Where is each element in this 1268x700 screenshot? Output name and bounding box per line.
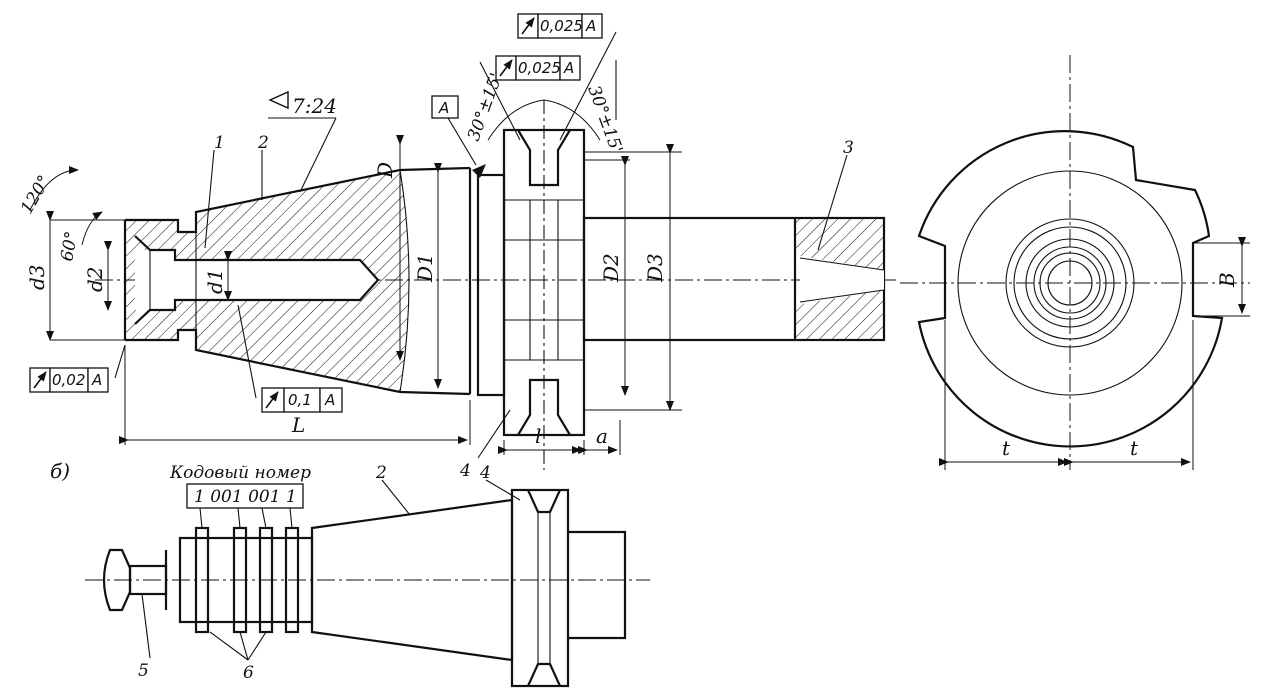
angle-30-right: 30°±15' <box>583 83 626 156</box>
pos-4: 4 <box>459 461 471 481</box>
tolerance-frame-2: 0,025 A <box>495 55 581 81</box>
dim-D: D <box>373 162 397 179</box>
pos-2: 2 <box>257 133 269 153</box>
svg-text:A: A <box>324 391 335 409</box>
pos-3: 3 <box>843 138 854 158</box>
dim-L: L <box>291 413 305 437</box>
dim-d2: d2 <box>83 266 107 292</box>
taper-ratio: 7:24 <box>292 94 337 118</box>
svg-text:0,1: 0,1 <box>288 391 312 409</box>
angle-30-left: 30°±15' <box>464 70 507 143</box>
dimensions-view-a <box>29 31 848 459</box>
angle-120: 120° <box>17 172 55 217</box>
svg-text:A: A <box>563 59 574 77</box>
dim-D1: D1 <box>413 253 437 283</box>
dim-a: a <box>596 424 608 448</box>
dim-d3: d3 <box>25 264 49 290</box>
svg-text:A: A <box>585 17 596 35</box>
pos-4-view-b: 4 <box>479 463 491 483</box>
shank-outline-bottom <box>125 328 401 394</box>
section-view <box>95 100 900 470</box>
svg-text:A: A <box>91 371 102 389</box>
svg-text:0,025: 0,025 <box>540 17 583 35</box>
end-view <box>900 55 1250 470</box>
pos-2-view-b: 2 <box>375 463 387 483</box>
dim-B: B <box>1215 272 1239 288</box>
taper-mark: 7:24 <box>268 90 337 118</box>
dim-t-left: t <box>1002 436 1011 460</box>
tolerance-frame-3: 0,02 A <box>29 367 109 393</box>
svg-text:1 001 001 1: 1 001 001 1 <box>194 487 297 507</box>
view-b-label: б) <box>50 459 70 483</box>
holder-view-b <box>85 479 650 688</box>
svg-text:0,025: 0,025 <box>518 59 561 77</box>
bore-outline <box>134 235 380 325</box>
code-number-box: 1 001 001 1 <box>186 483 304 509</box>
dim-D3: D3 <box>643 253 667 283</box>
pos-1: 1 <box>214 133 225 153</box>
dim-l: l <box>535 424 541 448</box>
svg-text:A: A <box>438 99 449 117</box>
angle-60: 60° <box>57 230 82 263</box>
tolerance-frame-1: 0,025 A <box>517 13 603 39</box>
code-caption: Кодовый номер <box>169 463 311 483</box>
shank-outline-top <box>125 168 401 234</box>
dim-d1: d1 <box>203 268 227 294</box>
dim-D2: D2 <box>599 253 623 283</box>
pos-6: 6 <box>243 663 254 683</box>
svg-text:0,02: 0,02 <box>52 371 85 389</box>
datum-a: A <box>431 95 459 119</box>
dim-t-right: t <box>1130 436 1139 460</box>
tolerance-frame-4: 0,1 A <box>261 387 343 413</box>
pos-5: 5 <box>138 661 149 681</box>
